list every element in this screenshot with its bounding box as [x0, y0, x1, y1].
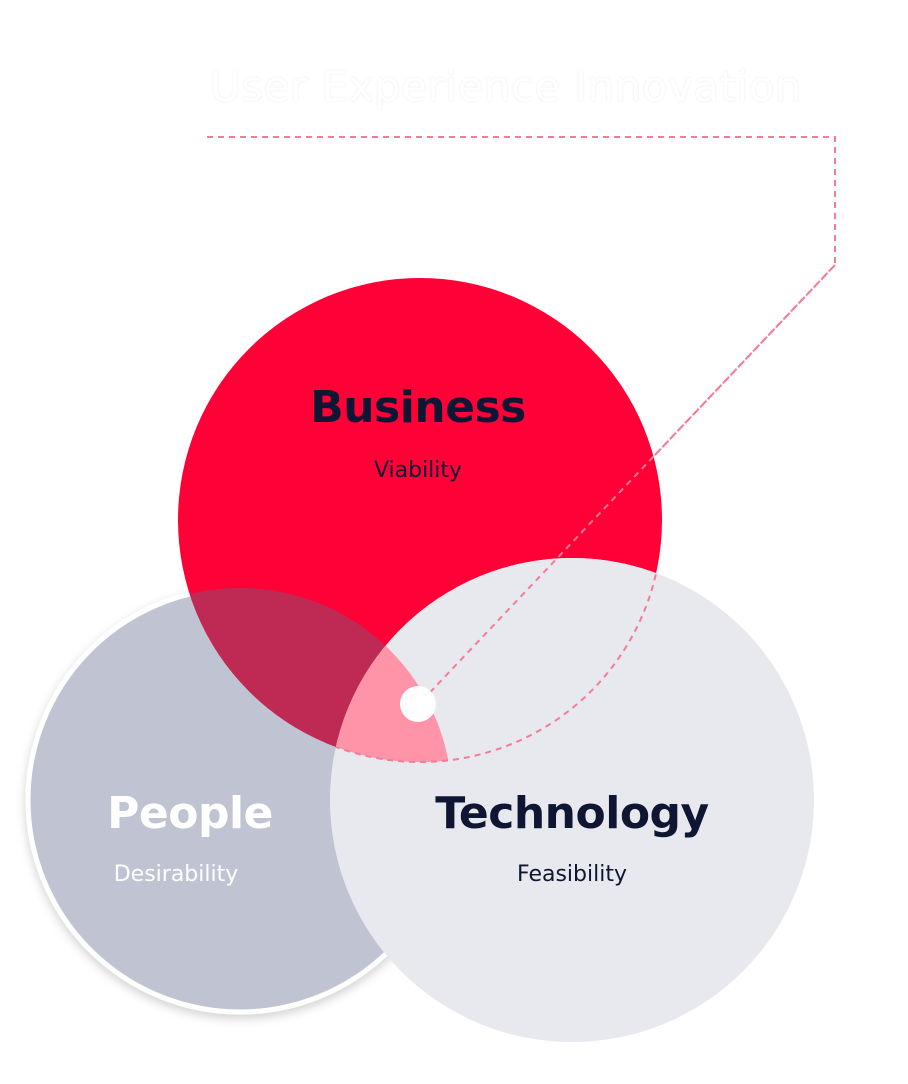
business-technology-overlap [330, 558, 662, 762]
diagram-title: User Experience Innovation [210, 62, 803, 111]
center-dot [400, 686, 436, 722]
technology-sublabel: Feasibility [517, 862, 627, 887]
business-label: Business [310, 382, 526, 433]
business-edge-dashed [330, 558, 663, 763]
people-label: People [107, 788, 273, 839]
connector-line-overlay [417, 264, 836, 706]
business-people-overlap [178, 588, 452, 762]
business-sublabel: Viability [373, 458, 463, 483]
technology-label: Technology [435, 788, 709, 839]
people-sublabel: Desirability [113, 862, 239, 887]
